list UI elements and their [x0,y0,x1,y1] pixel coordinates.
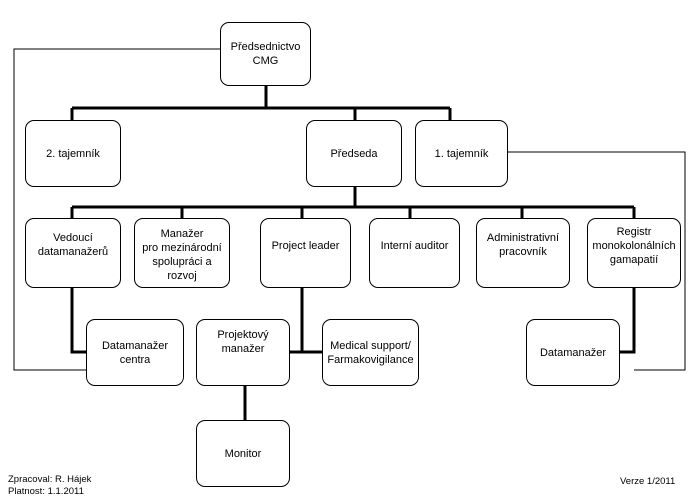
thin-connectors [13,48,686,371]
node-datamanager: Datamanažer [526,319,620,386]
node-project-manager: Projektový manažer [196,319,290,386]
node-internal-auditor: Interní auditor [369,218,460,288]
node-intl-manager: Manažer pro mezinárodní spolupráci a roz… [134,218,230,288]
version-note: Verze 1/2011 [620,476,676,487]
node-presidium: Předsednictvo CMG [220,22,311,86]
thick-connectors [70,86,636,420]
node-secretary-1: 1. tajemník [415,120,508,187]
node-lead-datamanager: Vedoucí datamanažerů [25,218,121,288]
node-center-datamanager: Datamanažer centra [86,319,184,386]
node-chairman: Předseda [306,120,402,187]
node-project-leader: Project leader [260,218,351,288]
node-medical-support: Medical support/ Farmakovigilance [322,319,419,386]
node-secretary-2: 2. tajemník [25,120,121,187]
node-monitor: Monitor [196,420,290,487]
node-registry: Registr monokolonálních gamapatií [587,218,681,288]
author-note: Zpracoval: R. Hájek Platnost: 1.1.2011 [8,474,92,497]
node-admin-staff: Administrativní pracovník [476,218,570,288]
